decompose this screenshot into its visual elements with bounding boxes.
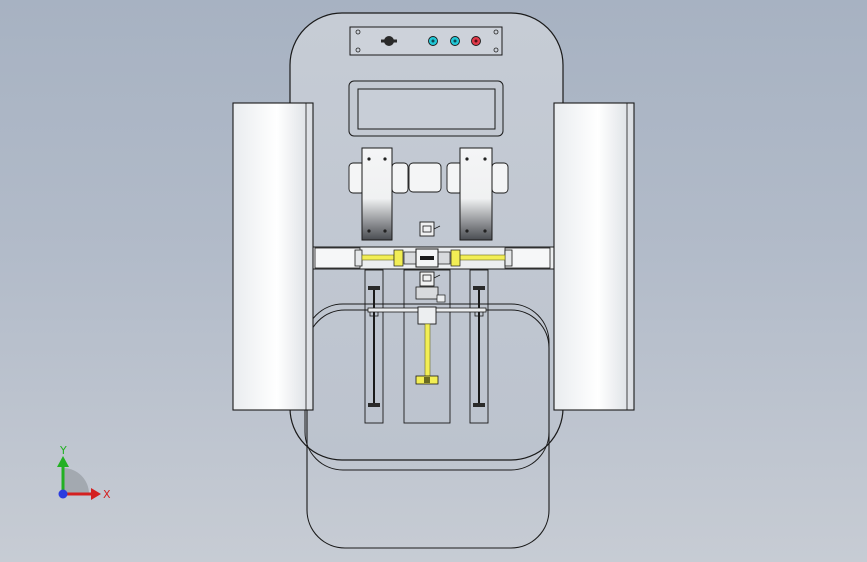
display-window: [348, 80, 504, 137]
stop-light-icon: [471, 36, 481, 46]
x-axis-label: X: [103, 488, 111, 501]
right-wheel: [553, 102, 635, 411]
left-wheel: [232, 102, 314, 411]
left-motor-clamp: [348, 147, 409, 241]
upper-sensor: [419, 221, 441, 237]
lower-mechanism: [364, 269, 489, 424]
key-switch-icon[interactable]: [381, 36, 397, 46]
center-block: [408, 162, 442, 193]
right-motor-clamp: [446, 147, 509, 241]
indicator-light-icon: [450, 36, 460, 46]
axle-bar: [311, 246, 555, 270]
control-panel: [349, 26, 503, 56]
chassis: [289, 12, 564, 461]
coordinate-triad: Y X: [57, 444, 111, 501]
indicator-light-icon: [428, 36, 438, 46]
y-axis-label: Y: [59, 444, 67, 457]
